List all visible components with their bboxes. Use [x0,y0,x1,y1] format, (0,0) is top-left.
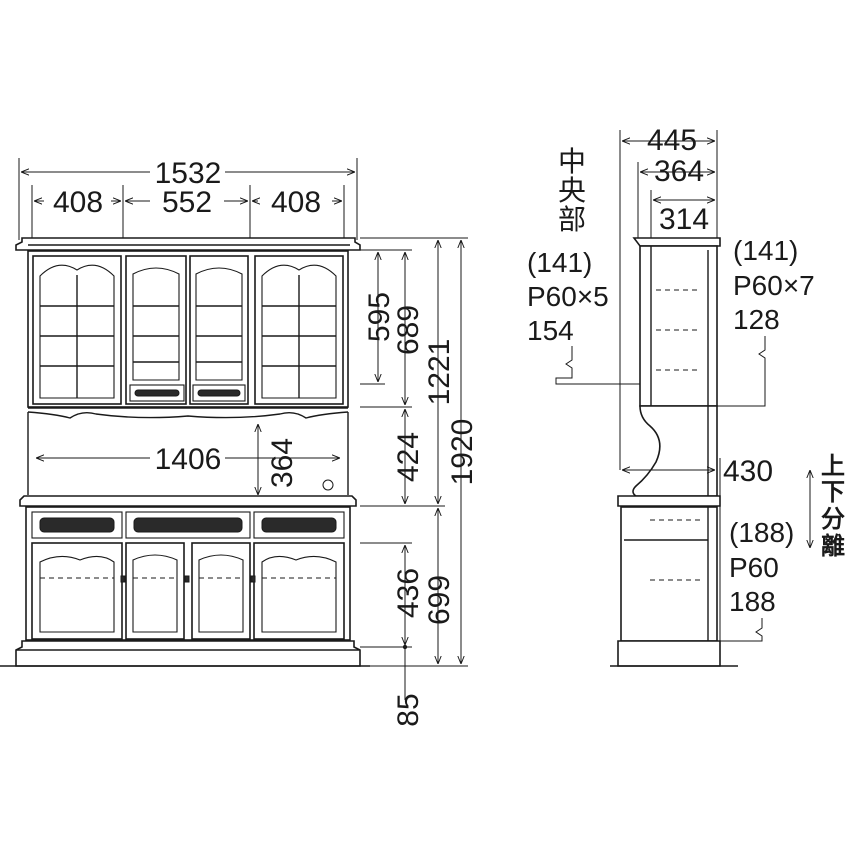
upper-left-glass-door [32,255,122,405]
center-shelf-note-3: 154 [527,315,574,346]
depth-inner-label: 314 [659,203,709,236]
left-door-width-label: 408 [53,186,103,219]
door-knob-icon [184,575,190,583]
plinth-height-label: 85 [392,693,425,726]
depth-upper-label: 364 [654,155,704,188]
power-outlet-icon [322,479,334,491]
counter-height-label: 430 [723,455,773,488]
plinth [15,640,361,667]
drawer-handle-icon [134,389,180,397]
lower-shelf-note-1: (188) [729,517,794,548]
right-door-width-label: 408 [271,186,321,219]
separable-char-4: 離 [821,532,845,560]
separable-char-1: 上 [821,453,845,480]
lower-doors [31,542,345,640]
center-doors-width-label: 552 [162,186,212,219]
door-knob-icon [120,575,126,583]
side-shelf-note-1: (141) [733,235,798,266]
side-lower-cabinet [620,506,718,642]
center-shelf-note-1: (141) [527,247,592,278]
overall-width-label: 1532 [155,157,222,190]
center-label-char-2: 央 [558,175,586,206]
side-view: 445 364 314 430 中 央 部 (141) P60×5 [527,124,845,667]
door-knob-icon [250,575,256,583]
cornice [15,237,361,251]
upper-right-glass-door [254,255,344,405]
side-shelf-note-2: P60×7 [733,270,815,301]
side-shelf-note-3: 128 [733,304,780,335]
side-upper-cabinet [639,245,718,407]
glass-height-label: 595 [363,292,396,342]
drawer-handle-icon [261,517,337,533]
separable-char-2: 下 [821,479,845,506]
front-view: 1532 408 552 408 [0,157,479,727]
lower-shelf-note-2: P60 [729,552,779,583]
lower-height-label: 699 [423,575,456,625]
upper-height-label: 1221 [423,339,456,406]
lower-drawers [31,511,345,539]
depth-total-label: 445 [647,124,697,157]
drawer-handle-icon [133,517,243,533]
counter-top [19,495,357,507]
drawer-handle-icon [39,517,115,533]
upper-door-height-label: 689 [392,305,425,355]
separable-char-3: 分 [821,506,845,533]
inner-width-label: 1406 [155,443,222,476]
open-counter-area: 1406 364 [27,407,349,495]
center-shelf-note-2: P60×5 [527,281,609,312]
upper-center-left-glass-door [125,255,187,405]
side-counter-top [617,495,721,507]
side-counter-support [632,405,718,497]
drawer-handle-icon [197,389,241,397]
counter-gap-label: 364 [266,438,299,488]
lower-door-height-label: 436 [392,568,425,618]
upper-center-right-glass-door [189,255,249,405]
total-height-label: 1920 [446,419,479,486]
center-label-char-1: 中 [558,146,586,177]
open-height-label: 424 [392,432,425,482]
center-label-char-3: 部 [558,204,586,235]
side-plinth [617,640,721,667]
lower-shelf-note-3: 188 [729,586,776,617]
side-cornice [632,237,721,247]
